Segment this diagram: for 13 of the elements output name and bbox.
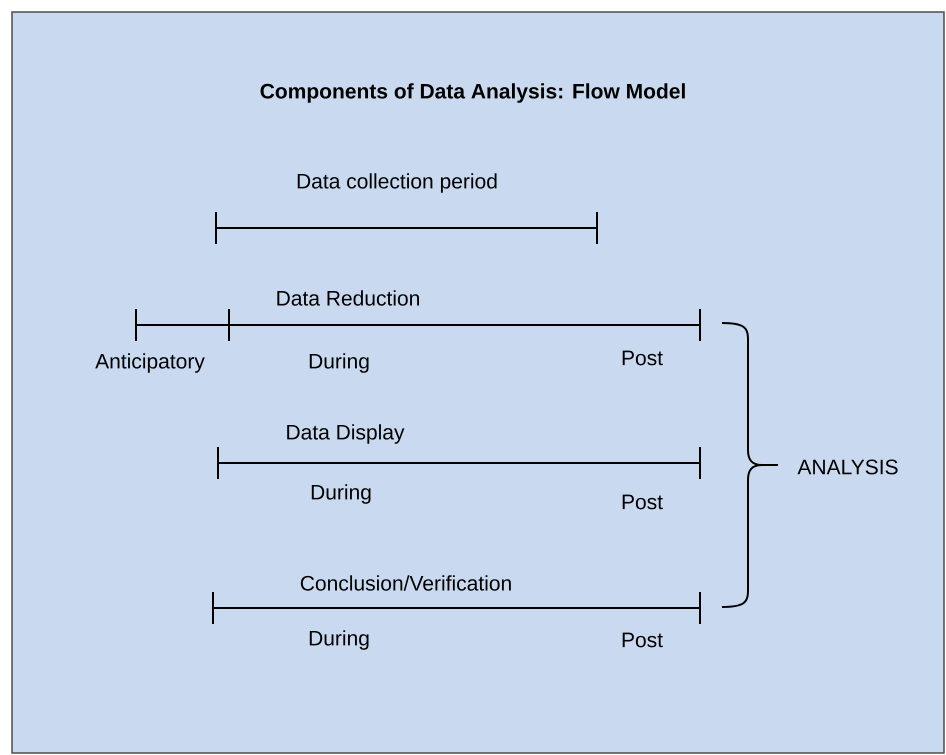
phase-label: Post (622, 632, 663, 648)
phase-label: Post (622, 350, 663, 366)
phase-label: During (310, 630, 369, 650)
timeline-label: Data Reduction (277, 290, 419, 306)
timeline-label: Data Display (287, 424, 404, 444)
timeline-label: Data collection period (298, 173, 497, 193)
phase-label: During (310, 353, 369, 373)
phase-label: Post (622, 494, 663, 510)
phase-label: Anticipatory (95, 353, 205, 373)
phase-label: During (312, 484, 371, 504)
title: Components of Data Analysis: Flow Model (260, 83, 685, 103)
bracket-label: ANALYSIS (797, 460, 898, 474)
timeline-label: Conclusion/Verification (300, 575, 511, 591)
